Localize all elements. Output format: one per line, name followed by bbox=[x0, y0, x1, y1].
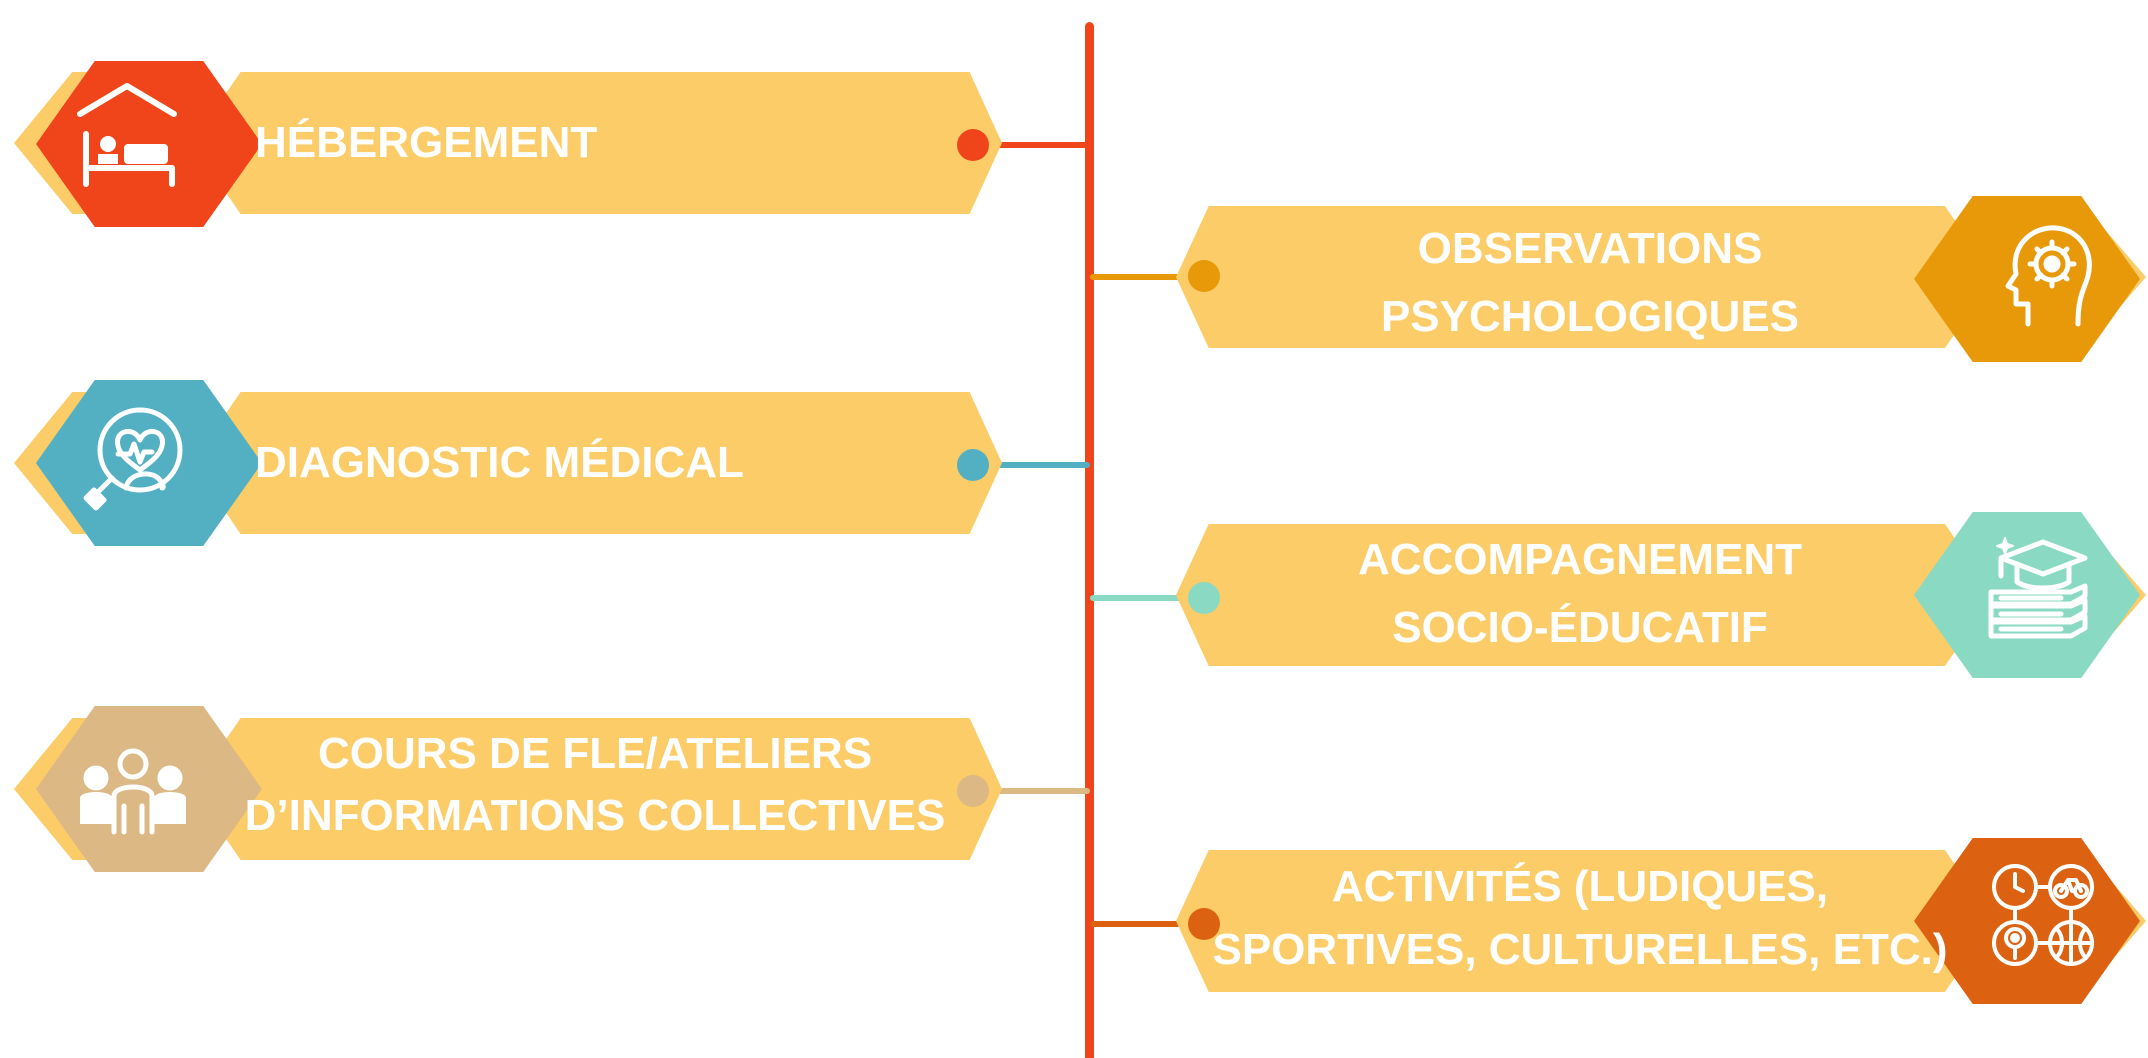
connector-cours bbox=[972, 788, 1090, 794]
dot-observations bbox=[1188, 260, 1220, 292]
label-diagnostic: DIAGNOSTIC MÉDICAL bbox=[255, 438, 744, 487]
label-cours-line1: COURS DE FLE/ATELIERS bbox=[317, 729, 873, 778]
card-activites bbox=[1176, 850, 1994, 992]
connector-accompagnement bbox=[1090, 595, 1210, 601]
connector-diagnostic bbox=[972, 462, 1090, 468]
heart-magnifier-icon bbox=[83, 407, 183, 511]
dot-cours bbox=[957, 775, 989, 807]
dot-accompagnement bbox=[1188, 582, 1220, 614]
bed-house-icon bbox=[77, 83, 177, 187]
label-hebergement: HÉBERGEMENT bbox=[255, 118, 598, 167]
card-accompagnement bbox=[1176, 524, 1994, 666]
group-people-icon bbox=[80, 748, 186, 835]
card-observations bbox=[1176, 206, 1994, 348]
card-cours bbox=[192, 718, 1002, 860]
card-diagnostic bbox=[192, 392, 1002, 534]
label-accompagnement-line1: ACCOMPAGNEMENT bbox=[1357, 535, 1803, 584]
dot-diagnostic bbox=[957, 449, 989, 481]
connector-hebergement bbox=[972, 142, 1090, 148]
dot-hebergement bbox=[957, 129, 989, 161]
label-cours-line2: D’INFORMATIONS COLLECTIVES bbox=[244, 791, 946, 840]
graduation-books-icon bbox=[1988, 537, 2088, 639]
label-activites-line1: ACTIVITÉS (LUDIQUES, bbox=[1331, 862, 1829, 911]
label-accompagnement-line2: SOCIO-ÉDUCATIF bbox=[1392, 603, 1768, 652]
vertical-spine bbox=[1085, 22, 1094, 1058]
connector-observations bbox=[1090, 274, 1210, 280]
label-observations-line1: OBSERVATIONS bbox=[1417, 224, 1763, 273]
label-activites-line2: SPORTIVES, CULTURELLES, ETC.) bbox=[1212, 925, 1948, 974]
card-hebergement bbox=[192, 72, 1002, 214]
activities-icon bbox=[1992, 864, 2094, 966]
dot-activites bbox=[1188, 908, 1220, 940]
label-observations-line2: PSYCHOLOGIQUES bbox=[1380, 292, 1800, 341]
head-gear-icon bbox=[2005, 225, 2092, 327]
connector-activites bbox=[1090, 921, 1210, 927]
